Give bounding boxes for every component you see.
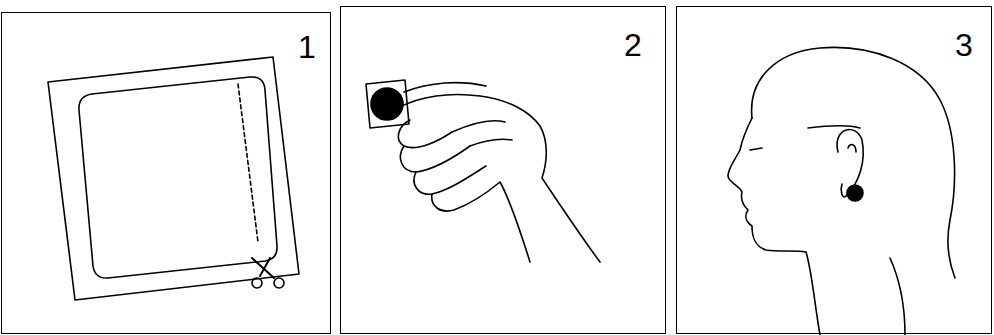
- face-profile: [728, 118, 820, 335]
- step-number: 1: [298, 31, 316, 63]
- step-number: 3: [955, 29, 973, 61]
- cut-line: [238, 84, 258, 242]
- step-number: 2: [624, 29, 642, 61]
- neck-back: [890, 258, 905, 335]
- little-finger: [432, 182, 530, 262]
- ring-finger: [414, 166, 486, 194]
- thumb-outline: [404, 83, 486, 92]
- hand-outline: [398, 95, 600, 263]
- patch-dot: [371, 88, 403, 120]
- step-panel: 2: [340, 6, 666, 334]
- ear-inner: [848, 145, 856, 152]
- eye: [750, 148, 762, 150]
- step-panel: 1: [1, 12, 331, 334]
- step-panel: 3: [676, 6, 992, 334]
- scissors-symbol: [252, 258, 284, 288]
- patch-liner: [366, 80, 409, 128]
- hair-outline: [752, 47, 955, 278]
- index-finger: [398, 120, 452, 148]
- sachet-inner-seal: [79, 77, 277, 278]
- sachet-outline: [48, 57, 299, 300]
- finger-creases: [452, 121, 512, 146]
- middle-finger: [400, 146, 470, 172]
- hairline: [808, 126, 860, 128]
- patch-dot: [847, 185, 863, 201]
